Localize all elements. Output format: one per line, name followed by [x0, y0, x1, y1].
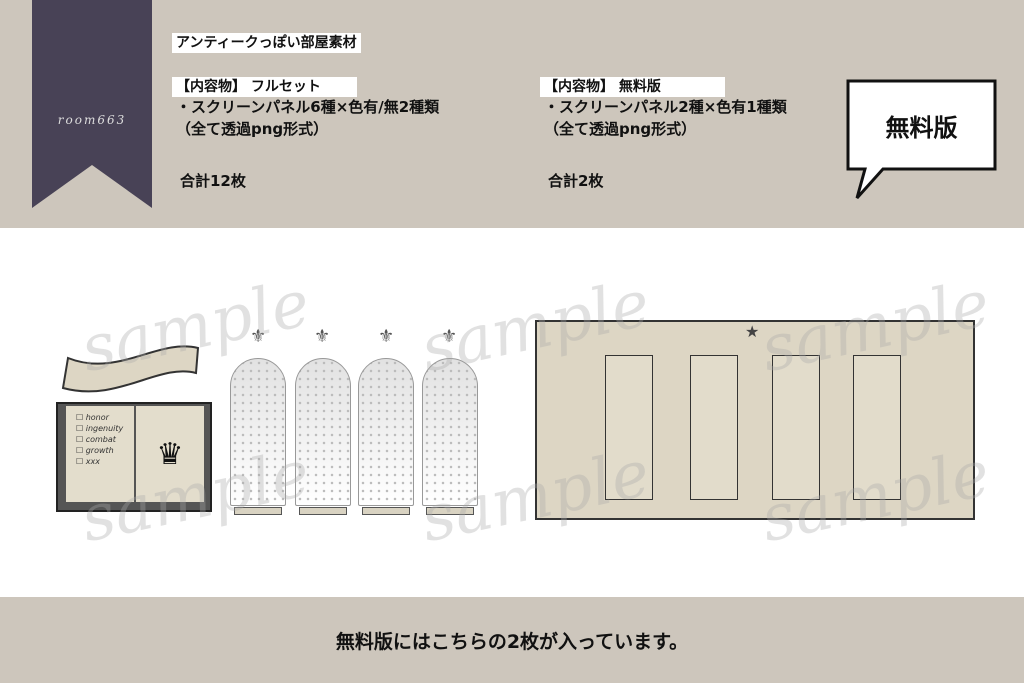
panel-base — [234, 507, 282, 515]
free-line2: （全て透過png形式） — [544, 120, 697, 138]
scroll-slot — [605, 355, 653, 500]
banner-scroll-illustration — [61, 345, 200, 393]
full-line1: ・スクリーンパネル6種×色有/無2種類 — [176, 98, 440, 116]
product-title: アンティークっぽい部屋素材 — [172, 33, 361, 53]
brand-logo: room663 — [57, 113, 127, 127]
free-badge: 無料版 — [885, 113, 958, 142]
footer-text: 無料版にはこちらの2枚が入っています。 — [335, 630, 689, 653]
fleur-de-lis-icon: ⚜ — [250, 326, 267, 347]
full-line2: （全て透過png形式） — [176, 120, 329, 138]
arch-panel — [295, 358, 351, 506]
footer-band: 無料版にはこちらの2枚が入っています。 — [0, 597, 1024, 683]
full-total: 合計12枚 — [180, 172, 246, 190]
checklist-item: ☐ combat — [76, 435, 116, 444]
panel-base — [426, 507, 474, 515]
arch-panel — [358, 358, 414, 506]
free-line1: ・スクリーンパネル2種×色有1種類 — [544, 98, 787, 116]
checklist-item: ☐ ingenuity — [76, 424, 124, 433]
panel-base — [299, 507, 347, 515]
crown-icon: ♛ — [136, 406, 204, 502]
scroll-slot — [772, 355, 820, 500]
star-icon: ★ — [745, 322, 760, 341]
checklist-item: ☐ growth — [76, 446, 114, 455]
arch-panel — [422, 358, 478, 506]
scroll-slot — [853, 355, 901, 500]
free-heading: 【内容物】 無料版 — [540, 77, 725, 97]
free-total: 合計2枚 — [548, 172, 604, 190]
bookmark-ribbon — [32, 0, 152, 208]
book-illustration: ♛ ☐ honor ☐ ingenuity ☐ combat ☐ growth … — [56, 402, 212, 512]
fleur-de-lis-icon: ⚜ — [314, 326, 331, 347]
speech-bubble — [846, 79, 997, 200]
panel-base — [362, 507, 410, 515]
fleur-de-lis-icon: ⚜ — [441, 326, 458, 347]
full-heading: 【内容物】 フルセット — [172, 77, 357, 97]
scroll-slot — [690, 355, 738, 500]
checklist-item: ☐ honor — [76, 413, 109, 422]
checklist-item: ☐ xxx — [76, 457, 100, 466]
fleur-de-lis-icon: ⚜ — [378, 326, 395, 347]
arch-panel — [230, 358, 286, 506]
